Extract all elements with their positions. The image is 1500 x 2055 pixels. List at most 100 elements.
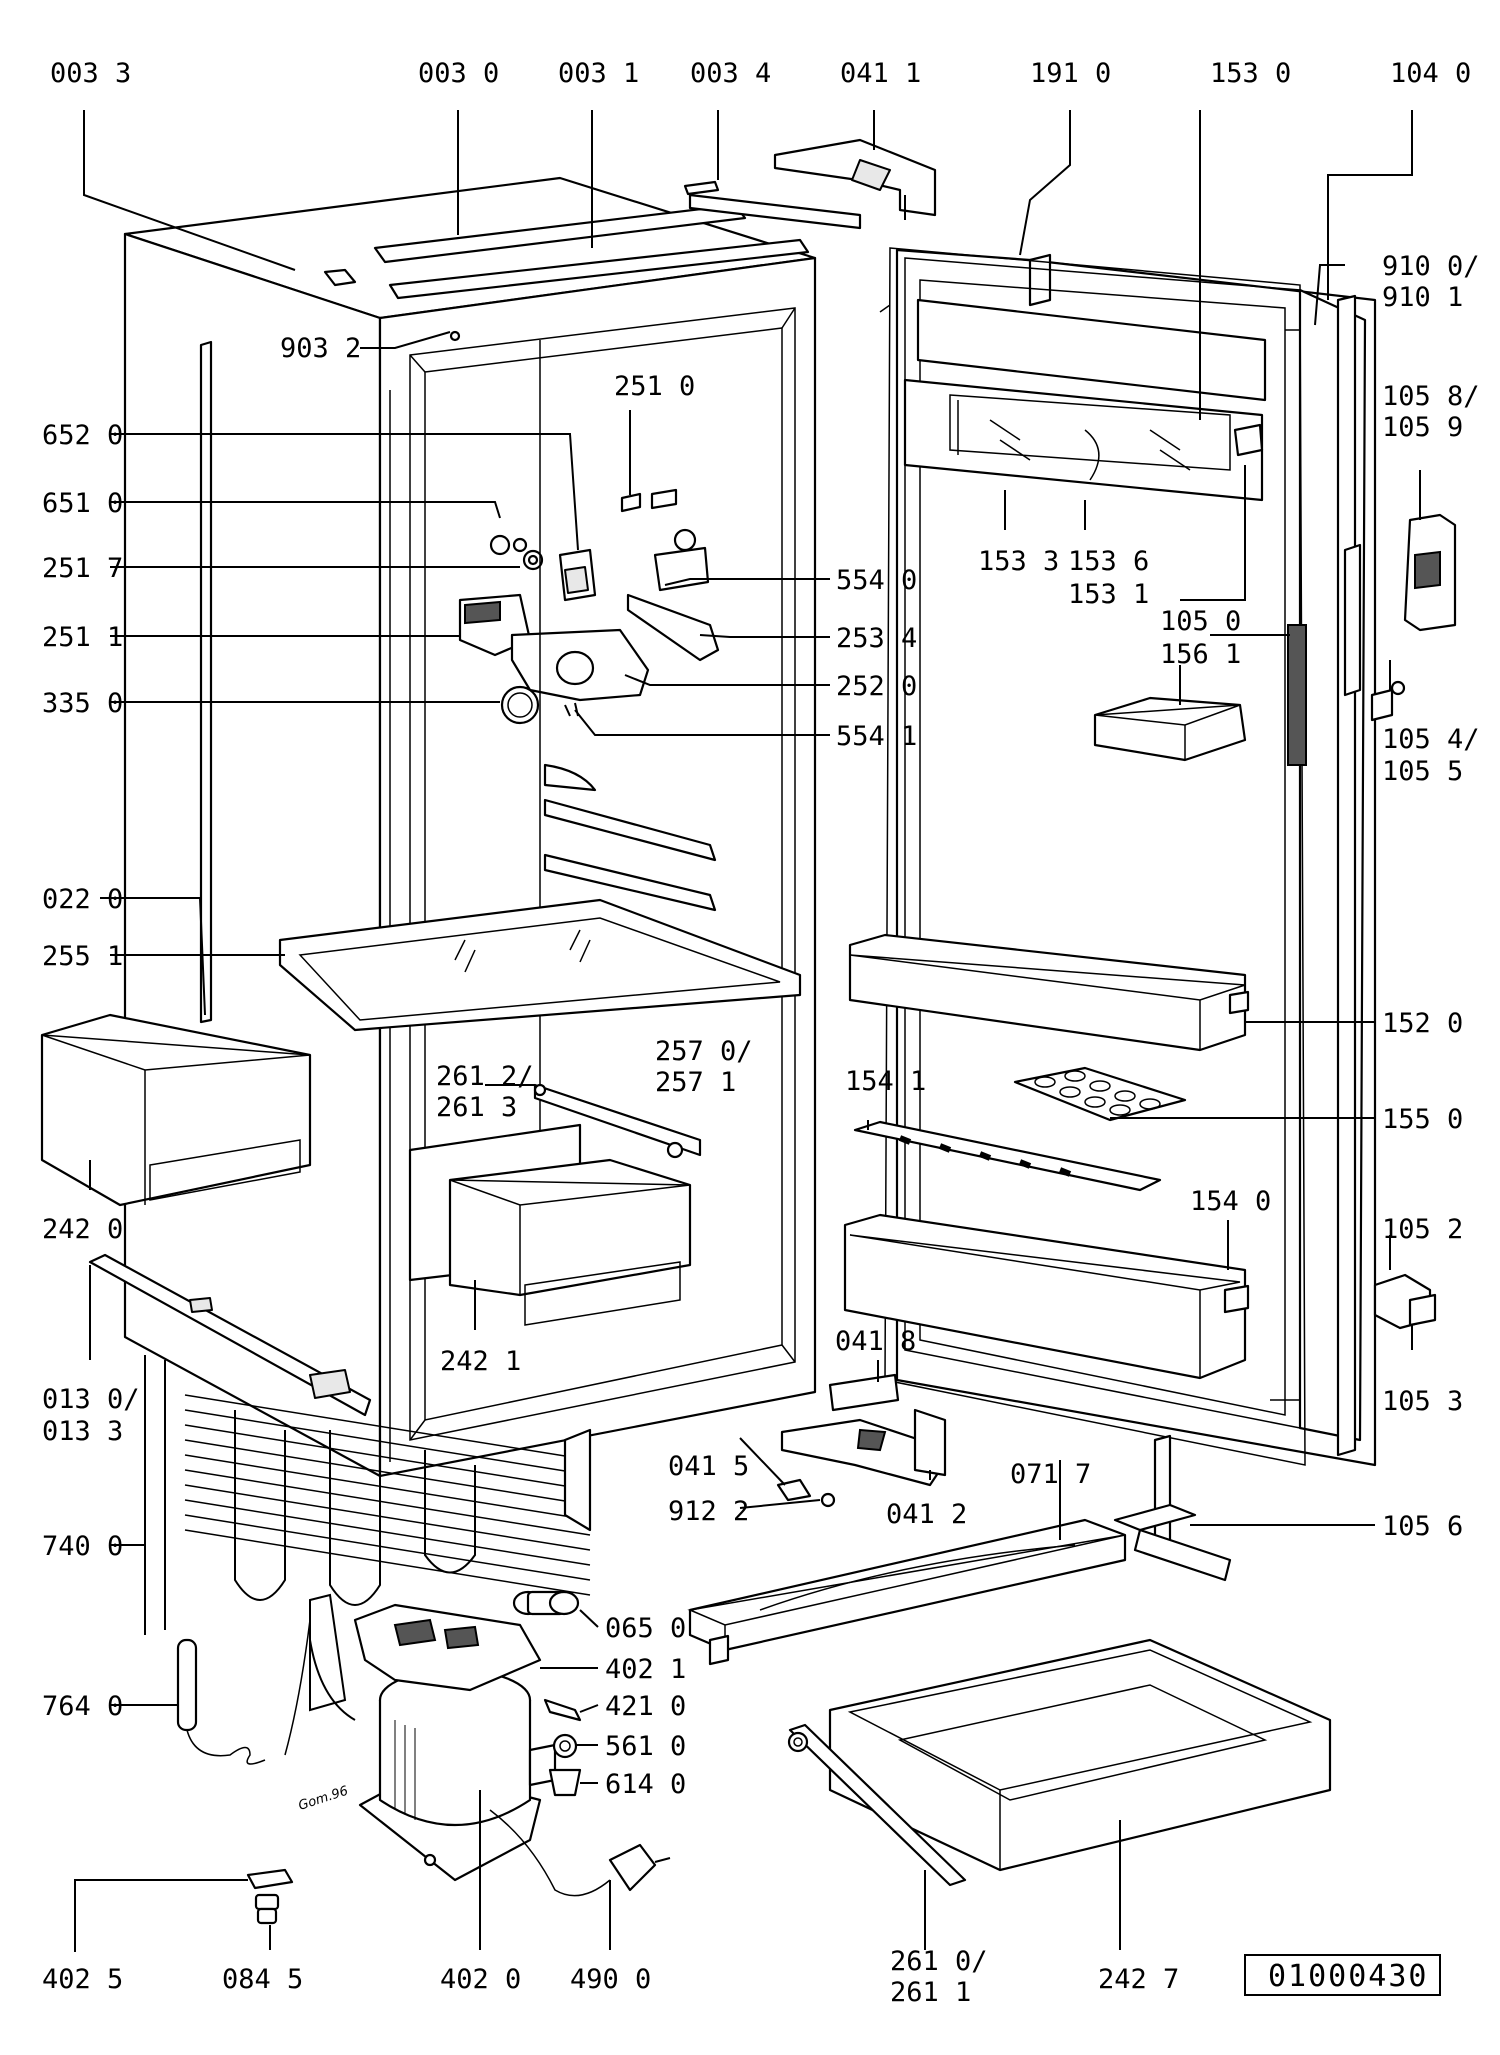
top-hinge <box>773 138 937 220</box>
label-4020: 402 0 <box>440 1964 521 1995</box>
condenser <box>144 1355 592 1635</box>
label-9100: 910 0/ <box>1382 251 1480 282</box>
label-5610: 561 0 <box>605 1731 686 1762</box>
top-rails <box>323 180 862 342</box>
label-2612: 261 2/ <box>436 1061 534 1092</box>
label-1040: 104 0 <box>1390 58 1471 89</box>
label-1540: 154 0 <box>1190 1186 1271 1217</box>
bottom-hinge <box>776 1408 947 1508</box>
label-1550: 155 0 <box>1382 1104 1463 1135</box>
drafter-signature: Gom.96 <box>297 1784 350 1814</box>
small-electrical-parts <box>512 1590 582 1797</box>
label-2427: 242 7 <box>1098 1964 1179 1995</box>
label-0845: 084 5 <box>222 1964 303 1995</box>
filter-drier <box>176 1619 311 1765</box>
label-0130: 013 0/ <box>42 1384 140 1415</box>
label-1561: 156 1 <box>1160 639 1241 670</box>
glass-shelf <box>278 898 802 1032</box>
bottom-drawer <box>828 1638 1332 1872</box>
label-2570: 257 0/ <box>655 1036 753 1067</box>
compressor <box>358 1668 557 1882</box>
label-0415: 041 5 <box>668 1451 749 1482</box>
label-1536: 153 6 <box>1068 546 1149 577</box>
label-4025: 402 5 <box>42 1964 123 1995</box>
label-5540: 554 0 <box>836 565 917 596</box>
cover-block <box>828 1373 900 1412</box>
label-1054: 105 4/ <box>1382 724 1480 755</box>
label-6140: 614 0 <box>605 1769 686 1800</box>
right-hinge-parts <box>1343 513 1457 1330</box>
leader-lines <box>74 110 1421 1952</box>
seal-strip <box>1287 624 1307 766</box>
label-6510: 651 0 <box>42 488 123 519</box>
label-2551: 255 1 <box>42 941 123 972</box>
label-0033: 003 3 <box>50 58 131 89</box>
label-2510: 251 0 <box>614 371 695 402</box>
butter-box <box>1093 696 1247 762</box>
label-5541: 554 1 <box>836 721 917 752</box>
label-1910: 191 0 <box>1030 58 1111 89</box>
shelf-rail <box>533 1083 702 1159</box>
label-1533: 153 3 <box>978 546 1059 577</box>
callout-labels: 003 3 003 0 003 1 003 4 041 1 191 0 153 … <box>42 58 1480 2008</box>
plinth <box>687 1518 1127 1666</box>
label-0030: 003 0 <box>418 58 499 89</box>
label-4900: 490 0 <box>570 1964 651 1995</box>
label-1530: 153 0 <box>1210 58 1291 89</box>
power-cord <box>489 1809 671 1897</box>
left-drawer <box>40 1013 312 1207</box>
label-1520: 152 0 <box>1382 1008 1463 1039</box>
thermostat-assembly <box>458 340 720 1140</box>
label-0717: 071 7 <box>1010 1459 1091 1490</box>
door-frame-side <box>1336 294 1357 1457</box>
label-0650: 065 0 <box>605 1613 686 1644</box>
label-1053: 105 3 <box>1382 1386 1463 1417</box>
label-0133: 013 3 <box>42 1416 123 1447</box>
label-2517: 251 7 <box>42 553 123 584</box>
label-1059: 105 9 <box>1382 412 1463 443</box>
label-2420: 242 0 <box>42 1214 123 1245</box>
label-2571: 257 1 <box>655 1067 736 1098</box>
base-bracket <box>1113 1434 1232 1582</box>
label-2611: 261 1 <box>890 1977 971 2008</box>
label-1541: 154 1 <box>845 1066 926 1097</box>
label-0418: 041 8 <box>835 1326 916 1357</box>
label-9101: 910 1 <box>1382 282 1463 313</box>
side-strip <box>199 340 213 1024</box>
label-0412: 041 2 <box>886 1499 967 1530</box>
label-2421: 242 1 <box>440 1346 521 1377</box>
label-2520: 252 0 <box>836 671 917 702</box>
label-2610: 261 0/ <box>890 1946 988 1977</box>
bottle-rail <box>853 1120 1162 1192</box>
label-2511: 251 1 <box>42 622 123 653</box>
label-1058: 105 8/ <box>1382 381 1480 412</box>
label-2613: 261 3 <box>436 1092 517 1123</box>
label-1531: 153 1 <box>1068 579 1149 610</box>
door-shelf-upper <box>848 933 1250 1052</box>
label-1056: 105 6 <box>1382 1511 1463 1542</box>
label-1055: 105 5 <box>1382 756 1463 787</box>
front-rail <box>88 1253 372 1417</box>
upper-shelves <box>543 763 717 912</box>
egg-tray <box>1013 1066 1187 1122</box>
clip-and-foot <box>246 1868 294 1925</box>
label-4210: 421 0 <box>605 1691 686 1722</box>
document-number: 01000430 <box>1268 1959 1429 1994</box>
document-number-box: 01000430 <box>1244 1954 1441 1996</box>
label-0034: 003 4 <box>690 58 771 89</box>
label-0031: 003 1 <box>558 58 639 89</box>
label-7640: 764 0 <box>42 1691 123 1722</box>
crisper-boxes <box>408 1123 692 1326</box>
label-2534: 253 4 <box>836 623 917 654</box>
label-1050: 105 0 <box>1160 606 1241 637</box>
label-7400: 740 0 <box>42 1531 123 1562</box>
label-9032: 903 2 <box>280 333 361 364</box>
label-3350: 335 0 <box>42 688 123 719</box>
label-0220: 022 0 <box>42 884 123 915</box>
drawer-runner <box>787 1723 967 1887</box>
dairy-compartment <box>903 298 1267 502</box>
label-0411: 041 1 <box>840 58 921 89</box>
label-4021: 402 1 <box>605 1654 686 1685</box>
label-6520: 652 0 <box>42 420 123 451</box>
